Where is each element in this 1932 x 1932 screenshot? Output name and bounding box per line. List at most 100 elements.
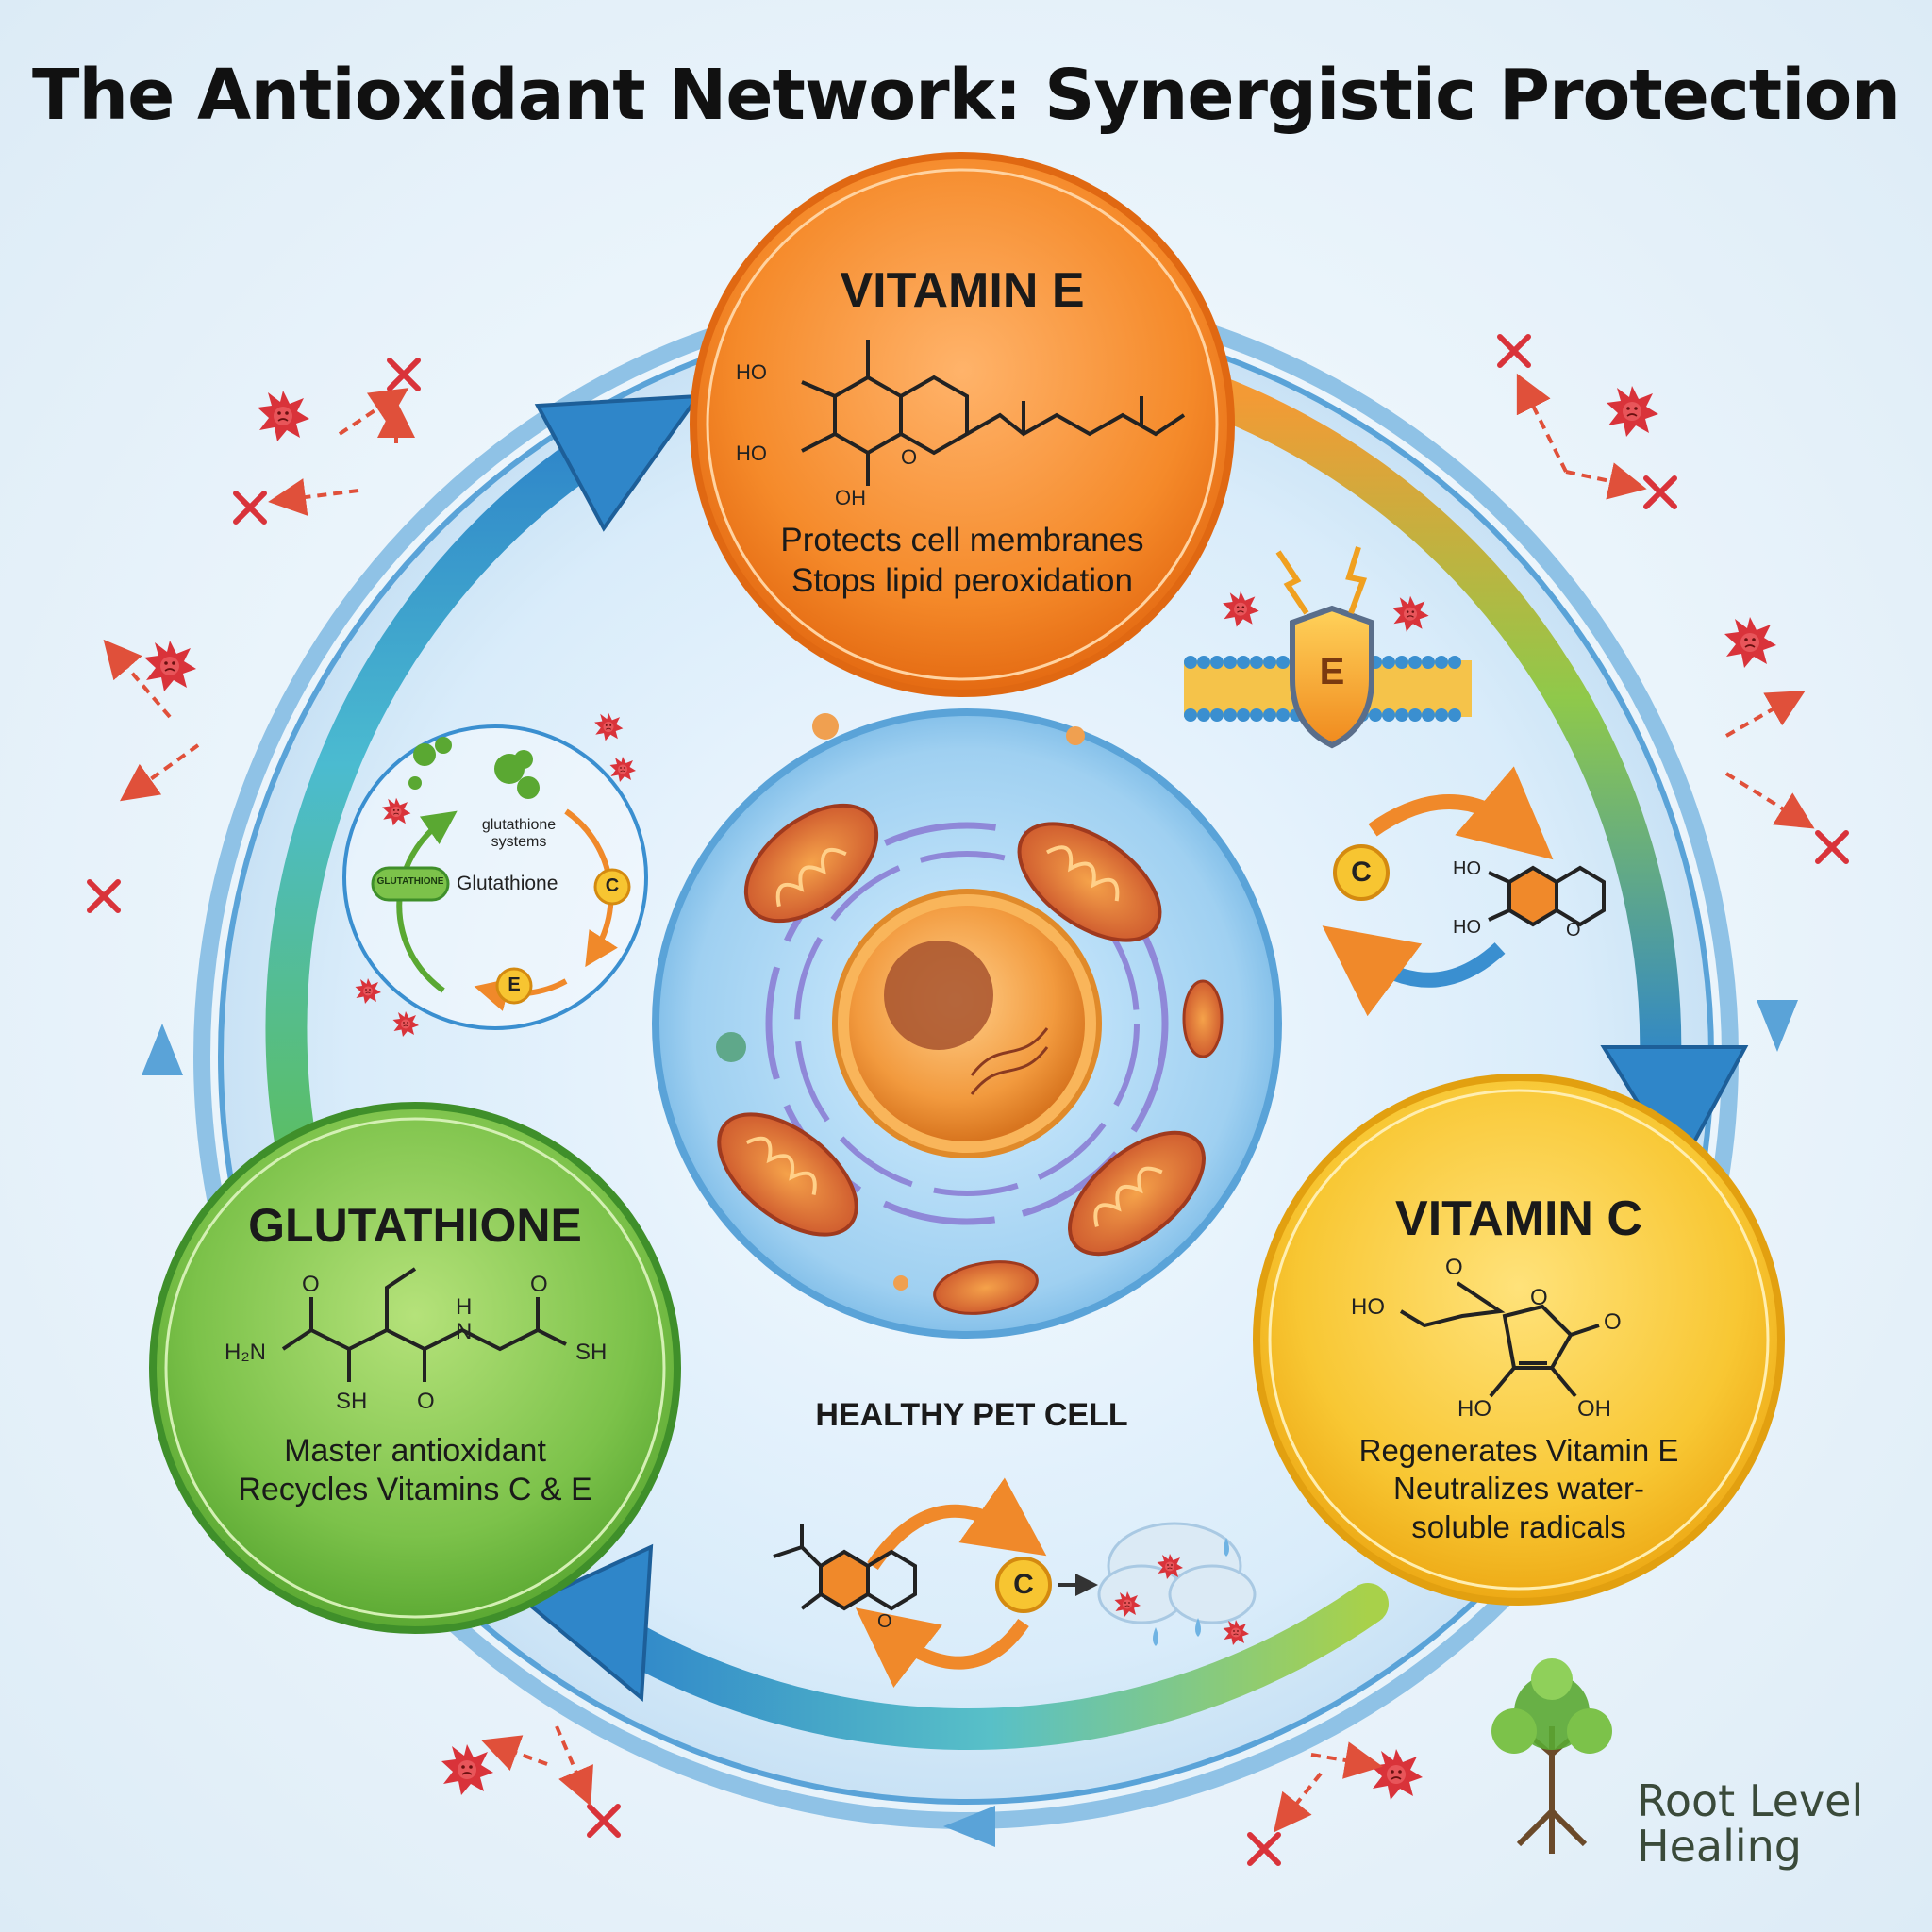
- cycle-badge-c-label: C: [605, 875, 620, 896]
- arrow-vitamin-e-to-vitamin-c: [1196, 375, 1682, 1087]
- cell-label: HEALTHY PET CELL: [815, 1397, 1128, 1433]
- cell-membrane: [1184, 656, 1472, 722]
- endoplasmic-reticulum: [765, 822, 1169, 1225]
- regen-atom-ho-top: HO: [1453, 858, 1481, 879]
- vitamin-c-line-2: Neutralizes water-: [1393, 1471, 1644, 1507]
- vitamin-e-structure: [801, 340, 1186, 486]
- glutathione-title: GLUTATHIONE: [248, 1199, 582, 1252]
- arrow-head-bottom-icon: [525, 1543, 654, 1703]
- membrane-bead: [1250, 656, 1263, 669]
- regen-atom-o: O: [1566, 920, 1581, 941]
- glutathione-line-1: Master antioxidant: [284, 1433, 546, 1469]
- vitamin-c-atom-ho-left: HO: [1351, 1294, 1385, 1320]
- root-level-healing-logo-icon: [1491, 1658, 1612, 1854]
- regen-molecule: [1488, 865, 1606, 927]
- vitamin-e-title: VITAMIN E: [840, 263, 1085, 318]
- membrane-bead: [1263, 656, 1276, 669]
- vitamin-c-atom-o-top: O: [1445, 1255, 1463, 1280]
- membrane-bead: [1224, 656, 1237, 669]
- recycle-arrow-top: [867, 1477, 1047, 1570]
- membrane-bead: [1263, 708, 1276, 722]
- membrane-bead: [1250, 708, 1263, 722]
- vitamin-e-atom-oh: OH: [835, 486, 866, 509]
- membrane-bead: [1197, 656, 1210, 669]
- glutathione-atom-n: N: [456, 1319, 473, 1344]
- free-radicals: [90, 337, 1846, 1863]
- membrane-bead: [1210, 656, 1224, 669]
- vitamin-e-atom-o: O: [901, 445, 918, 469]
- membrane-bead: [1197, 708, 1210, 722]
- vitamin-e-line-2: Stops lipid peroxidation: [791, 561, 1133, 599]
- arrow-glutathione-to-vitamin-e: [265, 423, 625, 1266]
- membrane-bead: [1435, 708, 1448, 722]
- water-radicals-cloud-icon: [1097, 1522, 1257, 1646]
- cycle-pill-label: GLUTATHIONE: [376, 876, 444, 887]
- vitamin-c-atom-oh-bottom: OH: [1577, 1396, 1611, 1422]
- cycle-badge-e: [495, 967, 533, 1005]
- recycle-atom-o: O: [877, 1611, 892, 1632]
- vitamin-e-atom-ho-mid: HO: [736, 441, 767, 465]
- glutathione-atom-h: H: [456, 1294, 473, 1320]
- membrane-bead: [1448, 656, 1461, 669]
- glutathione-atom-o-right: O: [530, 1272, 548, 1297]
- outer-arrow-bottom-icon: [943, 1806, 995, 1847]
- logo-line-1: Root Level: [1637, 1775, 1864, 1826]
- membrane-bead: [1422, 656, 1435, 669]
- cycle-badge-e-label: E: [508, 974, 521, 995]
- membrane-bead: [1422, 708, 1435, 722]
- vitamin-c-title: VITAMIN C: [1395, 1191, 1642, 1246]
- glutathione-description: Master antioxidant Recycles Vitamins C &…: [203, 1432, 627, 1510]
- shield-letter: E: [1319, 651, 1345, 692]
- vitamin-e-description: Protects cell membranes Stops lipid pero…: [736, 521, 1189, 601]
- glutathione-atom-sh-bottom: SH: [336, 1389, 368, 1414]
- glutathione-atom-h2n: H₂N: [225, 1340, 266, 1365]
- regen-atom-ho-bottom: HO: [1453, 917, 1481, 938]
- logo-text: Root Level Healing: [1637, 1778, 1863, 1870]
- cycle-label: Glutathione: [457, 873, 558, 894]
- membrane-bead: [1224, 708, 1237, 722]
- regen-badge-c: [1333, 844, 1390, 901]
- glutathione-node: [149, 1102, 681, 1634]
- membrane-bead: [1408, 656, 1422, 669]
- shield-icon: [1290, 605, 1374, 749]
- membrane-bead: [1210, 708, 1224, 722]
- vitamin-c-description: Regenerates Vitamin E Neutralizes water-…: [1321, 1432, 1717, 1546]
- cycle-title-line-1: glutathione: [481, 817, 557, 833]
- recycle-arrow-bottom: [855, 1607, 1029, 1688]
- vitamin-e-line-1: Protects cell membranes: [780, 522, 1144, 558]
- glutathione-pill: [371, 866, 450, 902]
- logo-line-2: Healing: [1637, 1821, 1802, 1873]
- membrane-bead: [1395, 708, 1408, 722]
- mitochondria: [717, 803, 1224, 1315]
- lightning-icon: [1275, 550, 1309, 615]
- regen-arrow-bottom: [1322, 925, 1506, 1017]
- cycle-title: glutathione systems: [448, 817, 590, 852]
- membrane-bead: [1395, 656, 1408, 669]
- regen-arrow-top: [1368, 766, 1554, 860]
- vitamin-c-atom-ho-bottom: HO: [1457, 1396, 1491, 1422]
- membrane-bead: [1382, 708, 1395, 722]
- page-title: The Antioxidant Network: Synergistic Pro…: [31, 55, 1901, 136]
- membrane-bead: [1184, 656, 1197, 669]
- glutathione-atom-o-mid: O: [417, 1389, 435, 1414]
- membrane-bead: [1369, 708, 1382, 722]
- dna-icon: [970, 1027, 1049, 1095]
- recycle-molecule: [773, 1524, 917, 1611]
- membrane-bead: [1448, 708, 1461, 722]
- glutathione-atom-sh-right: SH: [575, 1340, 608, 1365]
- glutathione-atom-o-left: O: [302, 1272, 320, 1297]
- recycle-badge-c: [995, 1557, 1052, 1613]
- lightning-icon-2: [1345, 546, 1368, 615]
- membrane-bead: [1237, 708, 1250, 722]
- cycle-title-line-2: systems: [491, 834, 547, 851]
- glutathione-line-2: Recycles Vitamins C & E: [238, 1472, 592, 1508]
- vitamin-c-line-1: Regenerates Vitamin E: [1358, 1433, 1679, 1468]
- nucleolus: [884, 941, 993, 1050]
- recycle-badge-label: C: [1013, 1569, 1034, 1600]
- membrane-bead: [1276, 708, 1290, 722]
- membrane-bead: [1408, 708, 1422, 722]
- glutathione-molecules-icon: [408, 737, 540, 799]
- membrane-bead: [1382, 656, 1395, 669]
- vitamin-c-atom-o-right: O: [1604, 1309, 1622, 1335]
